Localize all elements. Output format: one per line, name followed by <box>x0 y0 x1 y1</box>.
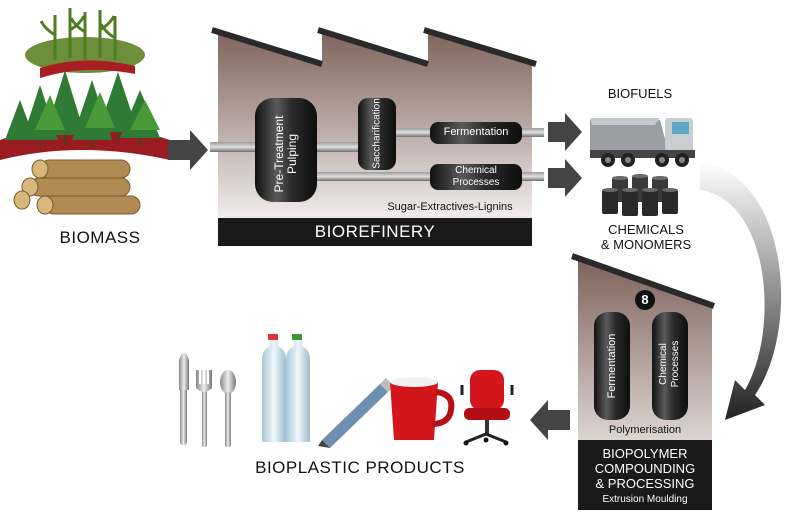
saccharification-tank <box>358 98 396 170</box>
biopolymer-factory <box>571 253 715 510</box>
biopolymer-title-line2: COMPOUNDING <box>594 461 696 476</box>
curved-arrow-to-biopolymer <box>700 162 782 420</box>
arrow-biomass-to-refinery <box>168 130 208 170</box>
saccharification-label: Saccharification <box>371 98 383 169</box>
chemicals-label-line1: CHEMICALS <box>608 222 684 237</box>
chemical-process-label: Chemical Processes <box>452 165 500 188</box>
biorefinery-label: BIOREFINERY <box>314 222 436 241</box>
biopolymer-chemical-tank <box>652 312 688 420</box>
chemicals-label-line2: & MONOMERS <box>600 237 692 252</box>
products-label: BIOPLASTIC PRODUCTS <box>255 458 465 477</box>
logs-icon <box>13 159 141 215</box>
arrow-to-products <box>530 400 570 440</box>
truck-icon <box>590 118 695 167</box>
biorefinery-label-bar <box>218 218 532 246</box>
corn-field-icon <box>25 8 145 78</box>
pretreatment-label: Pre-Treatment Pulping <box>272 115 299 193</box>
biopolymer-subtitle: Extrusion Moulding <box>602 494 688 505</box>
pretreatment-tank <box>255 98 317 202</box>
biopolymer-title-line3: & PROCESSING <box>595 476 695 491</box>
chemical-process-unit <box>430 164 522 190</box>
cutlery-icon <box>179 352 236 447</box>
biopolymer-fermentation-label: Fermentation <box>606 333 618 399</box>
bioplastic-products <box>179 334 514 448</box>
forest-icon <box>0 70 170 160</box>
biofuels-label: BIOFUELS <box>607 86 673 101</box>
pen-icon <box>318 378 394 448</box>
chair-icon <box>460 370 514 446</box>
biorefinery-factory <box>210 27 544 246</box>
biopolymer-fermentation-tank <box>594 312 630 420</box>
biopolymer-chemical-label: Chemical Processes <box>658 340 681 388</box>
fermentation-label: Fermentation <box>443 126 509 138</box>
step-badge <box>635 290 655 310</box>
barrels-icon <box>602 174 678 216</box>
mug-icon <box>390 377 455 440</box>
arrow-to-chemicals <box>548 159 582 197</box>
arrow-to-biofuels <box>548 113 582 151</box>
polymerisation-label: Polymerisation <box>608 424 682 436</box>
biopolymer-label-block <box>578 440 712 510</box>
refinery-pipes <box>210 128 544 181</box>
biopolymer-title-line1: BIOPOLYMER <box>602 446 688 461</box>
step-badge-number: 8 <box>641 292 649 307</box>
fermentation-unit <box>430 122 522 144</box>
bottles-icon <box>262 334 310 442</box>
biorefinery-subtitle: Sugar-Extractives-Lignins <box>387 201 513 213</box>
biomass-label: BIOMASS <box>59 228 141 247</box>
biomass-illustration <box>0 8 170 215</box>
